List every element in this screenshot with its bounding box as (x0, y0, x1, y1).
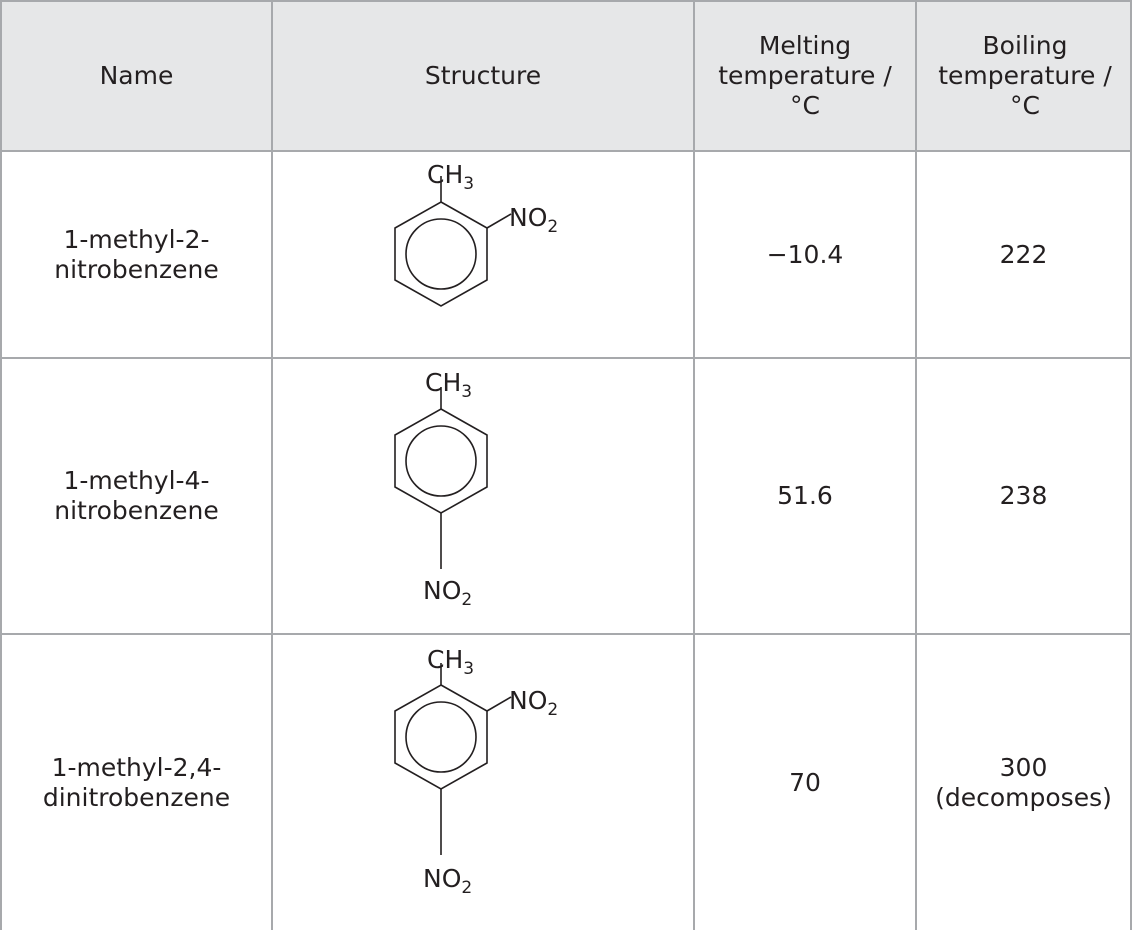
grid-line (915, 0, 917, 930)
grid-line (0, 633, 1132, 635)
ch3-label: CH3 (427, 160, 474, 194)
grid-line (1130, 0, 1132, 930)
row-2-boiling: 238 (917, 359, 1130, 633)
row-name-line: 1-methyl-2- (63, 224, 210, 254)
header-melting-label: Melting temperature / °C (718, 31, 892, 120)
row-name-line: nitrobenzene (54, 496, 219, 525)
grid-line (0, 150, 1132, 152)
row-melting-value: 70 (789, 767, 821, 797)
row-name-line: nitrobenzene (54, 254, 219, 284)
row-name-line: 1-methyl-4- (63, 466, 210, 495)
no2-label: NO2 (509, 203, 558, 237)
ch3-label: CH3 (427, 645, 474, 679)
row-boiling-value: 300 (999, 752, 1048, 782)
grid-line (0, 357, 1132, 359)
header-structure-label: Structure (424, 61, 542, 90)
grid-line (693, 0, 695, 930)
row-name-line: 1-methyl-2,4- (51, 752, 222, 782)
row-1-name: 1-methyl-2- nitrobenzene (2, 152, 271, 357)
row-1-boiling: 222 (917, 152, 1130, 357)
row-name-line: dinitrobenzene (42, 782, 231, 812)
grid-line (0, 0, 1132, 2)
row-melting-value: −10.4 (766, 239, 844, 269)
row-melting-value: 51.6 (777, 481, 833, 510)
header-boiling: Boiling temperature / °C (927, 2, 1123, 150)
no2-label: NO2 (509, 686, 558, 720)
header-melting: Melting temperature / °C (705, 2, 905, 150)
row-2-name: 1-methyl-4- nitrobenzene (2, 359, 271, 633)
row-boiling-note: (decomposes) (935, 782, 1112, 812)
header-name: Name (2, 2, 271, 150)
grid-line (271, 0, 273, 930)
row-3-name: 1-methyl-2,4- dinitrobenzene (2, 635, 271, 930)
structure-1-methyl-4-nitrobenzene: CH3 NO2 (394, 368, 488, 610)
row-3-boiling: 300 (decomposes) (917, 635, 1130, 930)
row-boiling-value: 238 (999, 481, 1048, 510)
structure-1-methyl-2-nitrobenzene: CH3 NO2 (394, 160, 558, 307)
no2-label: NO2 (423, 864, 472, 898)
ch3-label: CH3 (425, 368, 472, 402)
table-header-row (0, 0, 1132, 150)
no2-label: NO2 (423, 576, 472, 610)
row-boiling-value: 222 (999, 239, 1048, 269)
grid-line (0, 0, 2, 930)
header-boiling-label: Boiling temperature / °C (938, 31, 1112, 120)
header-name-label: Name (99, 61, 174, 90)
header-structure: Structure (273, 2, 693, 150)
structure-1-methyl-2-4-dinitrobenzene: CH3 NO2 NO2 (394, 645, 558, 898)
row-2-melting: 51.6 (695, 359, 915, 633)
row-1-melting: −10.4 (695, 152, 915, 357)
row-3-melting: 70 (695, 635, 915, 930)
